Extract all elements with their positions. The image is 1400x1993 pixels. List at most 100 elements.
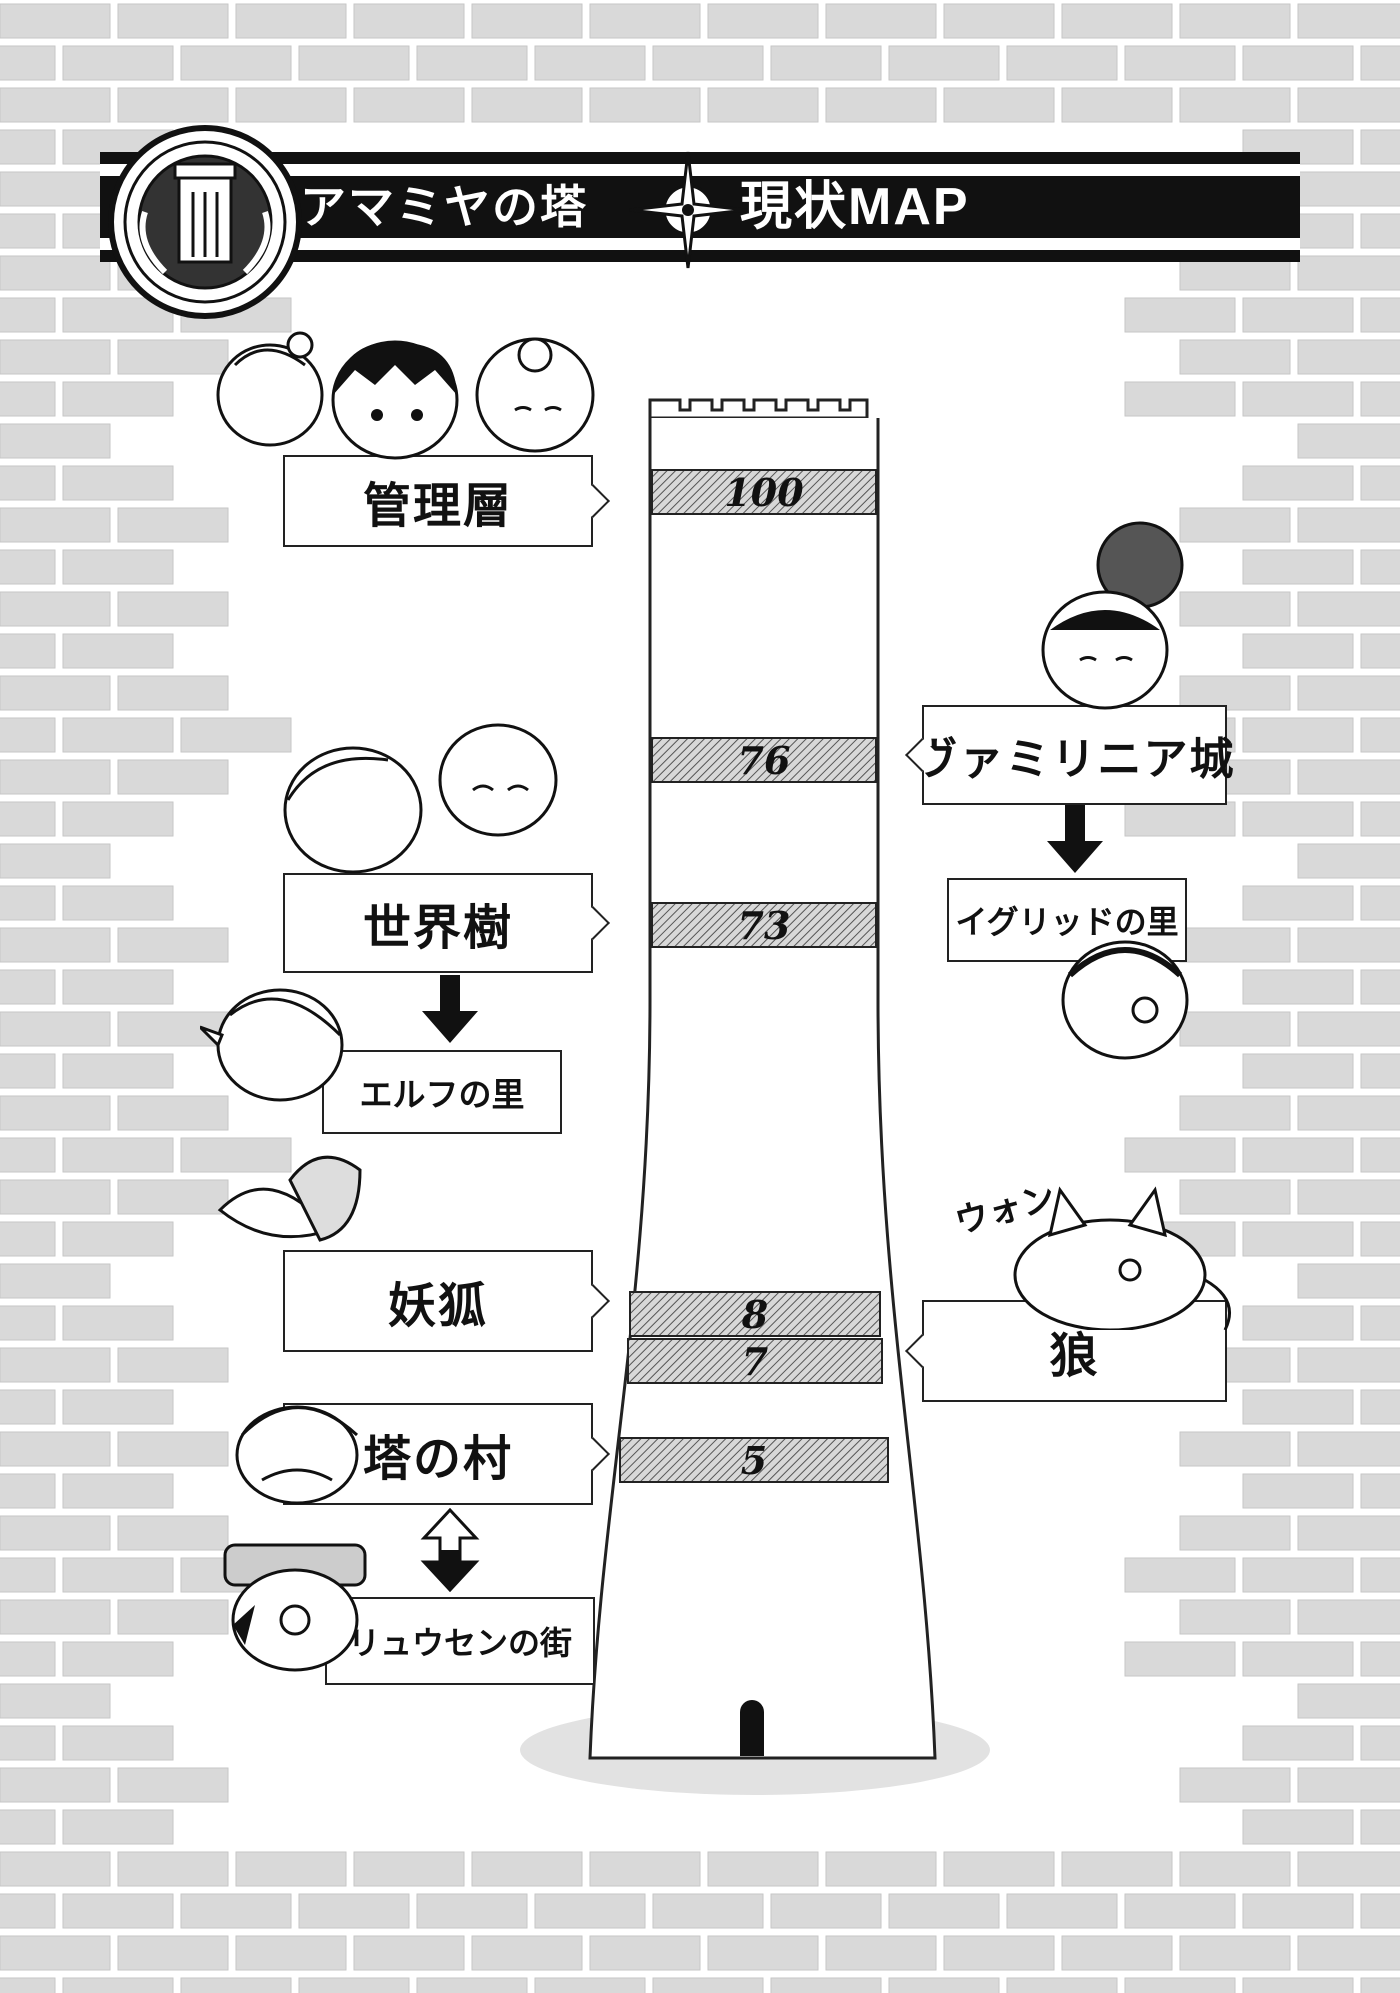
brick [1297,87,1400,123]
brick [1124,1893,1236,1929]
brick [1179,1599,1291,1635]
brick [62,1557,174,1593]
brick [1242,1809,1354,1845]
brick [825,1851,937,1887]
location-igrid-box: イグリッドの里 [947,878,1187,962]
location-igrid-label: イグリッドの里 [955,903,1179,941]
brick [1297,171,1400,207]
brick [1297,759,1400,795]
brick [62,885,174,921]
brick [0,633,56,669]
brick [117,675,229,711]
brick [825,3,937,39]
arrow-down-icon [1047,805,1103,873]
brick [1124,45,1236,81]
brick [1360,1809,1400,1845]
brick [235,87,347,123]
brick [0,1851,111,1887]
location-youko-label: 妖狐 [387,1278,488,1334]
brick [652,1893,764,1929]
brick [1179,507,1291,543]
brick [943,1935,1055,1971]
brick [0,927,111,963]
brick [117,1851,229,1887]
brick [0,1977,56,1993]
tower-body [648,398,869,420]
brick [1179,1935,1291,1971]
brick [0,1683,111,1719]
brick [1179,1179,1291,1215]
location-kanri-label: 管理層 [362,478,513,534]
brick [1242,633,1354,669]
brick [534,1893,646,1929]
brick [0,1179,111,1215]
brick [62,1137,174,1173]
brick [117,759,229,795]
location-tounomura-label: 塔の村 [362,1431,513,1487]
brick [1242,969,1354,1005]
brick [1061,1851,1173,1887]
brick [1006,1977,1118,1993]
brick [117,3,229,39]
brick [353,3,465,39]
brick [589,3,701,39]
brick [1242,1305,1354,1341]
brick [0,969,56,1005]
character-group-sekaiju-icon [283,723,558,874]
brick [0,1431,111,1467]
brick [589,87,701,123]
brick [353,1851,465,1887]
brick [0,1305,56,1341]
brick [1360,129,1400,165]
floor-band [651,469,877,515]
brick [707,1935,819,1971]
brick [1360,1053,1400,1089]
fox-tails-icon [217,1155,362,1242]
floor-band [627,1338,883,1384]
brick [117,927,229,963]
brick [1242,549,1354,585]
brick [117,339,229,375]
brick [1124,801,1236,837]
tower-emblem-icon [108,125,302,319]
brick [62,1893,174,1929]
brick [1179,1095,1291,1131]
brick [180,45,292,81]
brick [416,1893,528,1929]
brick [825,1935,937,1971]
brick [117,1515,229,1551]
brick [117,1347,229,1383]
brick [353,1935,465,1971]
floor-number-label: 5 [741,1438,767,1483]
brick [62,801,174,837]
brick [1297,927,1400,963]
brick [1360,969,1400,1005]
brick [1297,1767,1400,1803]
brick [1179,339,1291,375]
brick [1242,1473,1354,1509]
brick [1360,717,1400,753]
brick [117,1179,229,1215]
brick [943,87,1055,123]
brick [62,1389,174,1425]
brick [589,1851,701,1887]
brick [0,129,56,165]
brick [589,1935,701,1971]
location-sekaiju-label: 世界樹 [362,900,513,956]
brick [652,1977,764,1993]
brick [180,1893,292,1929]
floor-band [651,902,877,948]
brick [1179,1515,1291,1551]
header-subtitle: 現状MAP [740,178,970,236]
brick [1242,1137,1354,1173]
brick [0,465,56,501]
brick [0,1809,56,1845]
brick [1360,633,1400,669]
brick [0,3,111,39]
brick [770,1977,882,1993]
brick [1297,507,1400,543]
brick [888,45,1000,81]
character-elf-icon [200,988,344,1102]
brick [1297,1347,1400,1383]
character-ryusen-icon [223,1543,367,1672]
